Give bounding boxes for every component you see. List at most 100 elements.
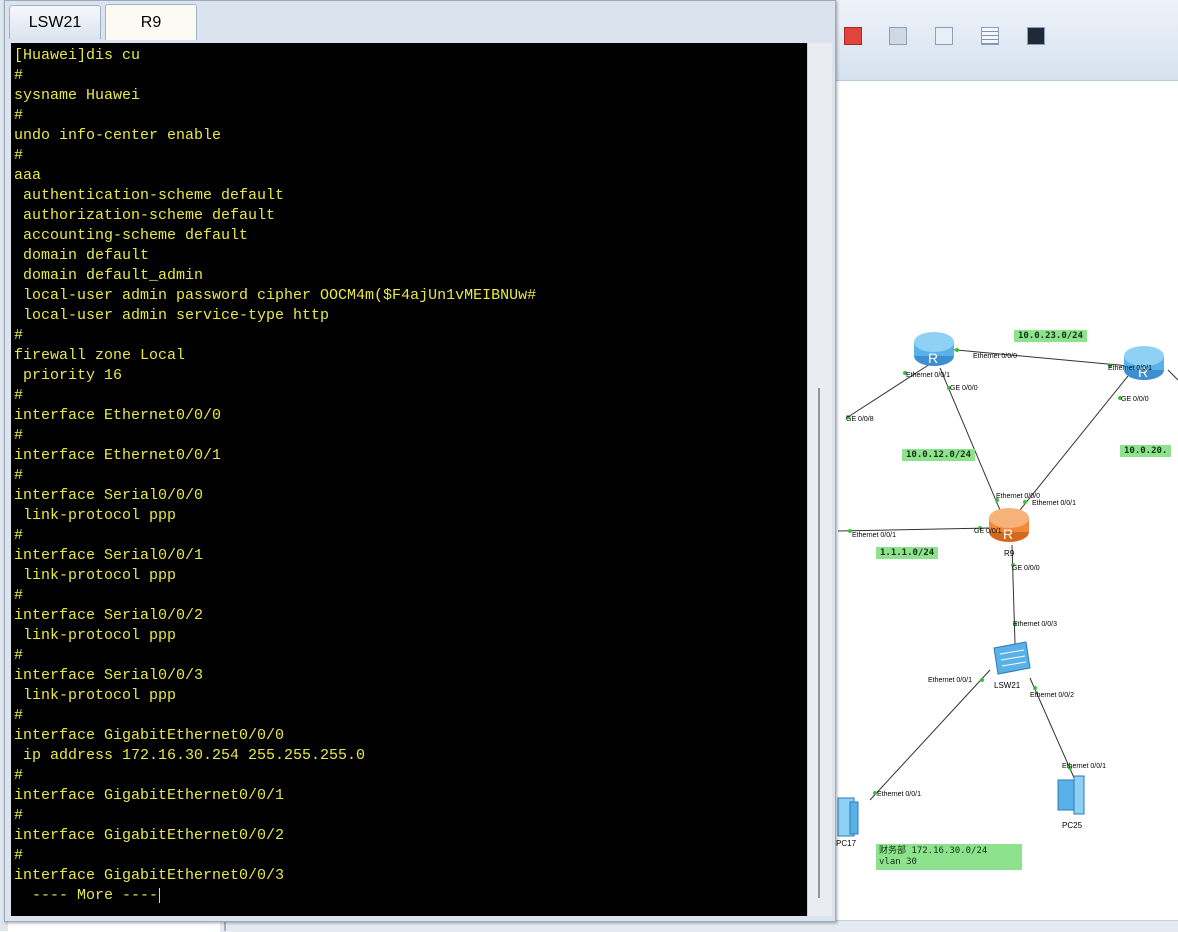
console-line: #	[14, 847, 24, 864]
capture-icon[interactable]	[889, 27, 907, 45]
console-line: #	[14, 327, 24, 344]
console-line: interface GigabitEthernet0/0/0	[14, 727, 285, 744]
console-line: priority 16	[14, 367, 123, 384]
console-line: interface Serial0/0/2	[14, 607, 204, 624]
port-label: Ethernet 0/0/2	[1030, 692, 1074, 699]
console-line: interface Serial0/0/0	[14, 487, 204, 504]
link-r9-left	[837, 527, 991, 532]
console-line: undo info-center enable	[14, 127, 222, 144]
console-line: interface GigabitEthernet0/0/1	[14, 787, 285, 804]
console-line: firewall zone Local	[14, 347, 186, 364]
stop-icon[interactable]	[844, 27, 862, 45]
link-lsw21-pc25	[1029, 677, 1076, 781]
console-line: authentication-scheme default	[14, 187, 285, 204]
console-line: interface Ethernet0/0/0	[14, 407, 222, 424]
grid-icon[interactable]	[981, 27, 999, 45]
port-label: Ethernet 0/0/1	[1062, 763, 1106, 770]
console-line: #	[14, 467, 24, 484]
console-line: #	[14, 427, 24, 444]
console-line: interface GigabitEthernet0/0/2	[14, 827, 285, 844]
console-line: #	[14, 527, 24, 544]
router-icon[interactable]: R	[989, 508, 1029, 542]
pc-icon[interactable]	[1057, 775, 1085, 815]
port-label: GE 0/0/0	[1121, 396, 1149, 403]
svg-text:R: R	[1138, 364, 1148, 380]
console-lines: [Huawei]dis cu # sysname Huawei # undo info-…	[14, 46, 536, 906]
console-line: #	[14, 647, 24, 664]
console-line: aaa	[14, 167, 42, 184]
network-label: 10.0.23.0/24	[1014, 330, 1088, 342]
scrollbar[interactable]	[807, 43, 832, 916]
console-line: #	[14, 147, 24, 164]
console-line: #	[14, 707, 24, 724]
department-subnet: 财务部 172.16.30.0/24	[879, 846, 988, 856]
console-line: #	[14, 107, 24, 124]
divider	[224, 920, 226, 931]
text-cursor	[159, 887, 161, 903]
console-line: link-protocol ppp	[14, 687, 177, 704]
router-icon[interactable]: R	[1124, 346, 1164, 380]
department-label: 财务部 172.16.30.0/24 vlan 30	[876, 844, 1022, 870]
console-line: link-protocol ppp	[14, 567, 177, 584]
device-label-r9: R9	[1004, 549, 1015, 558]
scrollbar-thumb[interactable]	[818, 388, 820, 898]
console-output[interactable]: [Huawei]dis cu # sysname Huawei # undo info-…	[11, 43, 807, 916]
port-label: Ethernet 0/0/1	[1032, 500, 1076, 507]
console-line: #	[14, 67, 24, 84]
console-line: ---- More ----	[14, 887, 161, 904]
console-line: accounting-scheme default	[14, 227, 249, 244]
link-r9-lsw21	[1011, 544, 1016, 645]
tab-bar: LSW21 R9	[5, 1, 835, 41]
console-line: sysname Huawei	[14, 87, 141, 104]
tab-lsw21[interactable]: LSW21	[9, 5, 101, 39]
console-line: authorization-scheme default	[14, 207, 276, 224]
topology-canvas[interactable]: R R R	[830, 80, 1178, 920]
topology-icon[interactable]	[935, 27, 953, 45]
console-line: interface Serial0/0/1	[14, 547, 204, 564]
port-label: Ethernet 0/0/1	[928, 677, 972, 684]
device-label-pc25: PC25	[1062, 821, 1083, 830]
console-line: ip address 172.16.30.254 255.255.255.0	[14, 747, 366, 764]
department-vlan: vlan 30	[879, 857, 917, 867]
port-label: GE 0/0/8	[846, 416, 874, 423]
port-label: Ethernet 0/0/1	[877, 791, 921, 798]
link-r1-left	[847, 363, 931, 418]
console-line: #	[14, 387, 24, 404]
tab-r9[interactable]: R9	[105, 4, 197, 40]
port-label: Ethernet 0/0/1	[906, 372, 950, 379]
console-line: #	[14, 587, 24, 604]
device-label-pc17: PC17	[836, 839, 857, 848]
router-icon[interactable]: R	[914, 332, 954, 366]
pc-icon[interactable]	[837, 797, 859, 837]
switch-icon[interactable]	[993, 641, 1031, 675]
console-line: #	[14, 807, 24, 824]
port-label: Ethernet 0/0/1	[852, 532, 896, 539]
terminal-window[interactable]: LSW21 R9 [Huawei]dis cu # sysname Huawei # u…	[4, 0, 836, 922]
console-line: link-protocol ppp	[14, 627, 177, 644]
console-line: #	[14, 767, 24, 784]
device-label-lsw21: LSW21	[994, 681, 1021, 690]
port-label: Ethernet 0/0/1	[1108, 365, 1152, 372]
port-label: Ethernet 0/0/0	[996, 493, 1040, 500]
link-lsw21-pc17	[869, 669, 991, 801]
console-line: interface Ethernet0/0/1	[14, 447, 222, 464]
console-line: link-protocol ppp	[14, 507, 177, 524]
toolbar	[830, 0, 1178, 81]
network-label: 10.0.20.	[1120, 445, 1172, 457]
svg-text:R: R	[928, 350, 938, 366]
console-line: [Huawei]dis cu	[14, 47, 141, 64]
link-r1-r9	[939, 367, 1001, 511]
console-line: interface Serial0/0/3	[14, 667, 204, 684]
link-r3-right	[1167, 369, 1178, 381]
console-line: domain default_admin	[14, 267, 204, 284]
port-label: Ethernet 0/0/3	[1013, 621, 1057, 628]
port-label: Ethernet 0/0/0	[973, 353, 1017, 360]
port-label: GE 0/0/0	[1012, 565, 1040, 572]
console-line: local-user admin password cipher OOCM4m(…	[14, 287, 537, 304]
console-line: local-user admin service-type http	[14, 307, 330, 324]
network-label: 10.0.12.0/24	[902, 449, 976, 461]
link-r1-r3	[934, 347, 1141, 368]
screen-icon[interactable]	[1027, 27, 1045, 45]
link-r3-r9	[1019, 375, 1129, 511]
topology-links: R R R	[837, 332, 1178, 837]
